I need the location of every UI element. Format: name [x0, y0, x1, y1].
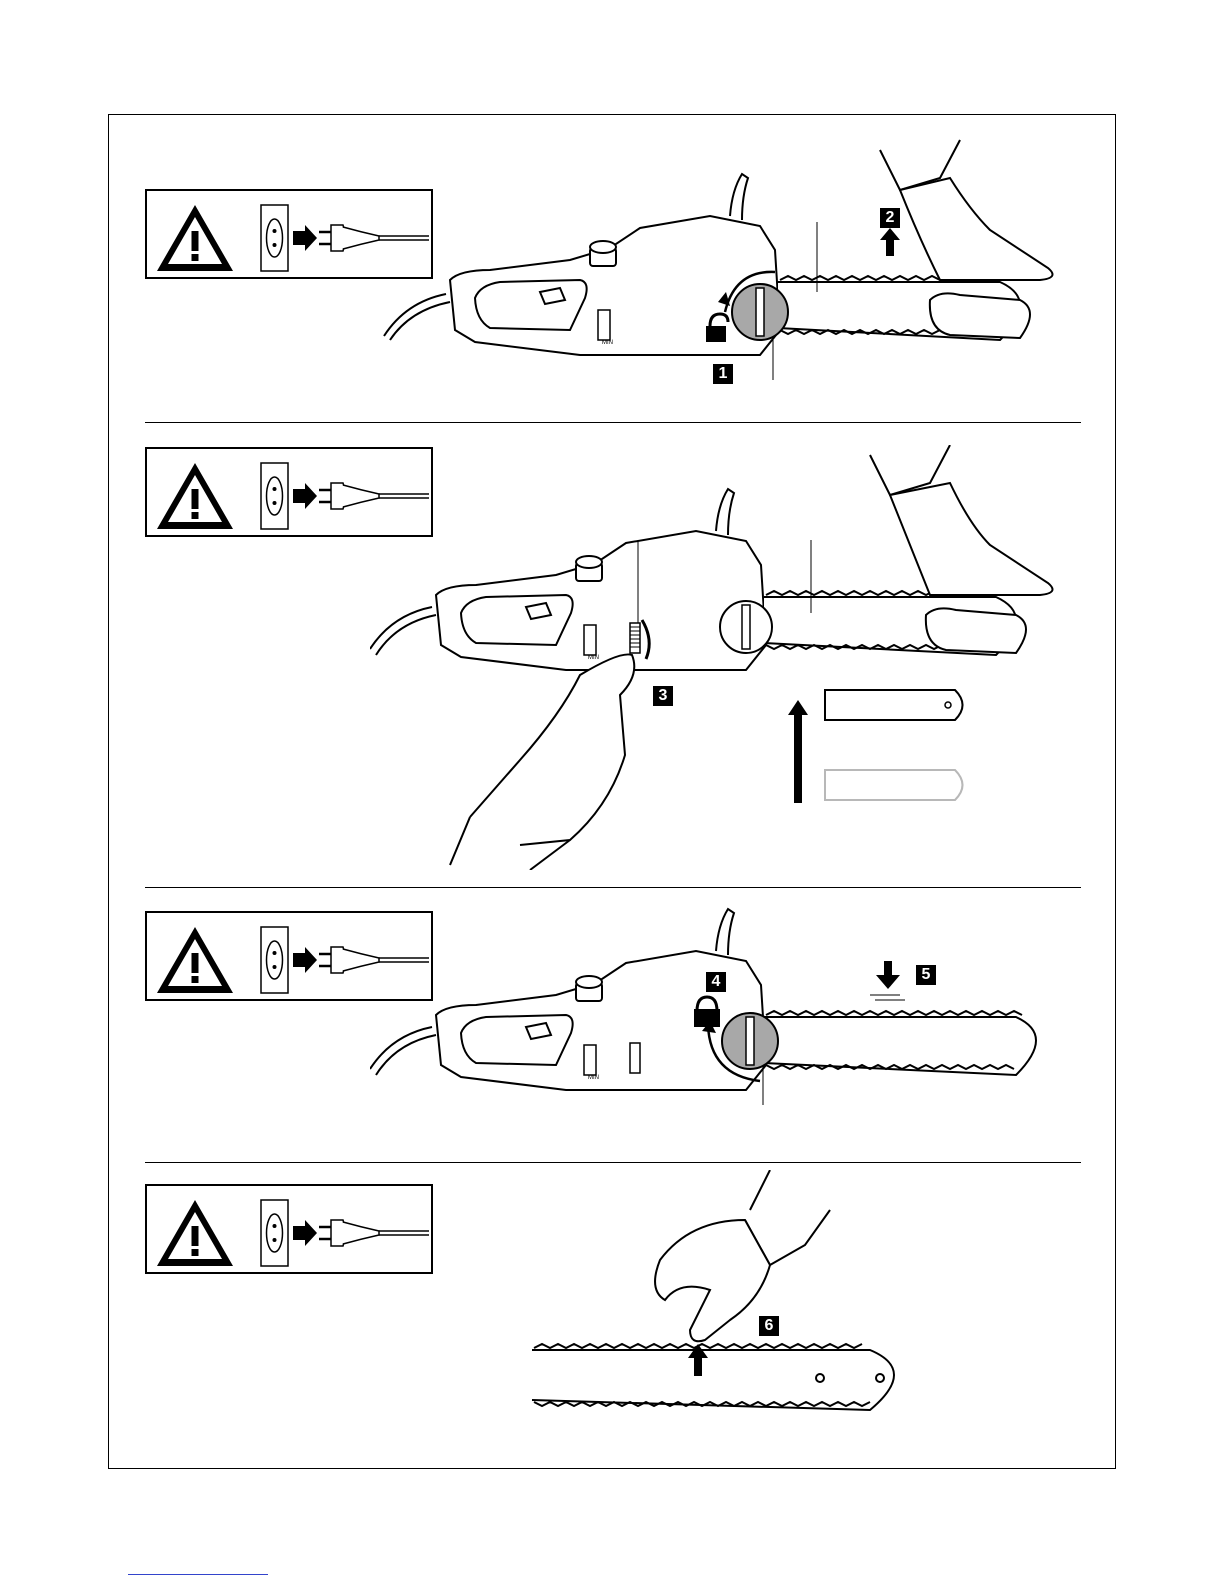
step-number-4: 4: [706, 972, 726, 992]
chainsaw-illustration-1: MIN: [380, 130, 1080, 400]
footer-rule: [128, 1574, 268, 1575]
min-switch-label: MIN: [602, 340, 613, 346]
section-divider: [145, 887, 1081, 888]
warning-triangle-icon: [157, 463, 233, 529]
warning-triangle-icon: [157, 205, 233, 271]
chainsaw-bar-illustration: [530, 1170, 930, 1430]
warning-box-4: [145, 1184, 433, 1274]
chainsaw-illustration-3: MIN: [370, 905, 1070, 1145]
down-arrow-icon: [876, 961, 900, 989]
section-divider: [145, 422, 1081, 423]
up-arrow-icon: [880, 228, 900, 256]
unplug-from-socket-icon: [261, 1200, 429, 1266]
warning-triangle-icon: [157, 927, 233, 993]
step-number-1: 1: [713, 364, 733, 384]
bar-cover-ghost: [825, 770, 963, 800]
step-number-3: 3: [653, 686, 673, 706]
gloved-hand: [450, 654, 634, 870]
step-number-6: 6: [759, 1316, 779, 1336]
chainsaw-illustration-2: MIN: [370, 445, 1070, 870]
section-divider: [145, 1162, 1081, 1163]
up-arrow-icon: [788, 700, 808, 803]
bar-cover: [825, 690, 963, 720]
warning-triangle-icon: [157, 1200, 233, 1266]
gloved-hand: [655, 1170, 830, 1341]
step-number-5: 5: [916, 965, 936, 985]
min-switch-label: MIN: [588, 1075, 599, 1081]
min-switch-label: MIN: [588, 655, 599, 661]
step-number-2: 2: [880, 208, 900, 228]
